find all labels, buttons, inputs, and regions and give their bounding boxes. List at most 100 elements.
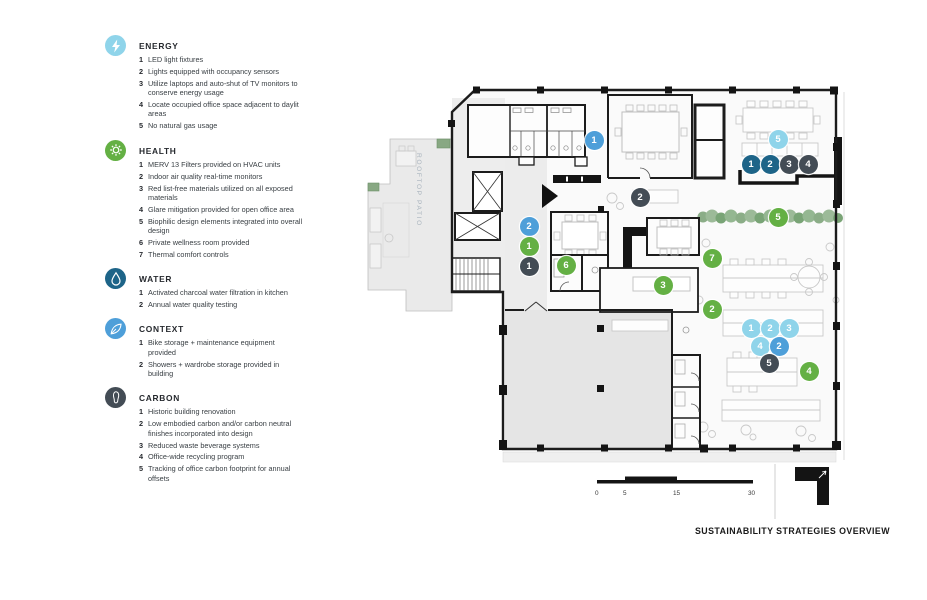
legend-item-number: 4 <box>139 452 144 462</box>
legend-item-text: Tracking of office carbon footprint for … <box>148 464 291 483</box>
page-title: SUSTAINABILITY STRATEGIES OVERVIEW <box>694 526 890 536</box>
plan-marker-health-4: 4 <box>799 361 819 381</box>
legend-item-text: Red list-free materials utilized on all … <box>148 183 293 202</box>
legend-item: 1 MERV 13 Filters provided on HVAC units <box>139 160 303 169</box>
plan-marker-context-2: 2 <box>519 216 539 236</box>
legend-item-number: 5 <box>139 216 144 226</box>
legend-item-number: 7 <box>139 249 144 259</box>
legend-item-number: 3 <box>139 78 144 88</box>
legend-item-number: 2 <box>139 66 144 76</box>
legend-item-text: No natural gas usage <box>148 121 218 131</box>
legend-item-number: 5 <box>139 121 144 131</box>
plan-marker-context-2: 2 <box>769 336 789 356</box>
plan-marker-health-2: 2 <box>702 299 722 319</box>
legend-item: 3 Utilize laptops and auto-shut of TV mon… <box>139 79 303 98</box>
rooftop-patio: ROOFTOP PATIO <box>367 138 453 312</box>
plan-marker-health-6: 6 <box>556 255 576 275</box>
legend-section-title: WATER <box>139 274 173 285</box>
plan-marker-context-1: 1 <box>584 130 604 150</box>
legend-item: 1 Bike storage + maintenance equipment pr… <box>139 338 303 357</box>
plan-marker-water-2: 2 <box>760 154 780 174</box>
legend-item: 5 Tracking of office carbon footprint for… <box>139 464 303 483</box>
plan-marker-energy-4: 4 <box>750 336 770 356</box>
legend-item-number: 4 <box>139 100 144 110</box>
legend-item-number: 1 <box>139 55 144 64</box>
legend-item: 4 Office-wide recycling program <box>139 452 303 461</box>
legend-item-text: Indoor air quality real-time monitors <box>148 171 263 181</box>
plan-marker-carbon-1: 1 <box>519 256 539 276</box>
legend-item: 2 Indoor air quality real-time monitors <box>139 172 303 181</box>
north-arrow-icon <box>795 467 829 505</box>
legend-item-number: 1 <box>139 288 144 298</box>
legend-item-text: Activated charcoal water filtration in k… <box>148 288 288 298</box>
legend-item-text: Annual water quality testing <box>148 300 238 310</box>
plan-marker-carbon-3: 3 <box>779 154 799 174</box>
legend-item-number: 1 <box>139 338 144 348</box>
legend-item-number: 1 <box>139 407 144 417</box>
legend-item-text: Historic building renovation <box>148 407 236 417</box>
plan-marker-energy-2: 2 <box>760 318 780 338</box>
legend-item-number: 1 <box>139 159 144 169</box>
legend-item-number: 2 <box>139 419 144 429</box>
legend-section-title: HEALTH <box>139 145 177 156</box>
legend-item: 1 Historic building renovation <box>139 407 303 416</box>
legend-section-health: HEALTH 1 MERV 13 Filters provided on HVAC… <box>105 139 303 260</box>
legend-item: 1 LED light fixtures <box>139 55 303 64</box>
legend-item-number: 6 <box>139 237 144 247</box>
legend-item: 2 Annual water quality testing <box>139 300 303 309</box>
legend-item-text: MERV 13 Filters provided on HVAC units <box>148 159 281 169</box>
legend-item-text: Utilize laptops and auto-shut of TV moni… <box>148 78 298 98</box>
plan-marker-carbon-5: 5 <box>759 353 779 373</box>
leaf-icon <box>105 318 126 340</box>
legend-item-text: Biophilic design elements integrated int… <box>148 216 303 236</box>
legend-item: 7 Thermal comfort controls <box>139 250 303 259</box>
plan-marker-health-3: 3 <box>653 275 673 295</box>
legend-item-number: 5 <box>139 464 144 474</box>
svg-text:0: 0 <box>595 490 599 497</box>
plan-marker-energy-1: 1 <box>741 318 761 338</box>
legend-item-text: Glare mitigation provided for open offic… <box>148 204 294 214</box>
legend-item-text: Reduced waste beverage systems <box>148 440 260 450</box>
legend-item: 3 Red list-free materials utilized on all… <box>139 184 303 203</box>
svg-text:30: 30 <box>748 490 756 497</box>
footprint-icon <box>105 387 126 409</box>
legend-item: 5 No natural gas usage <box>139 121 303 130</box>
legend-item-text: Thermal comfort controls <box>148 249 229 259</box>
legend-item-text: Bike storage + maintenance equipment pro… <box>148 338 275 357</box>
plan-marker-health-5: 5 <box>768 207 788 227</box>
legend-item: 5 Biophilic design elements integrated in… <box>139 217 303 236</box>
legend-item-text: Private wellness room provided <box>148 237 250 247</box>
plan-marker-water-1: 1 <box>741 154 761 174</box>
lightning-icon <box>105 35 126 56</box>
legend-item: 2 Showers + wardrobe storage provided in … <box>139 360 303 379</box>
legend-section-title: CARBON <box>139 393 180 404</box>
legend-item: 6 Private wellness room provided <box>139 238 303 247</box>
plan-marker-carbon-4: 4 <box>798 154 818 174</box>
plan-marker-carbon-2: 2 <box>630 187 650 207</box>
legend-item-number: 2 <box>139 300 144 310</box>
legend-item-text: Office-wide recycling program <box>148 452 245 462</box>
legend-item-number: 3 <box>139 440 144 450</box>
structural-columns <box>448 86 841 453</box>
legend-item-text: LED light fixtures <box>148 55 204 64</box>
plan-marker-health-1: 1 <box>519 236 539 256</box>
legend-item: 1 Activated charcoal water filtration in … <box>139 288 303 297</box>
legend-item-number: 2 <box>139 171 144 181</box>
entry-arrow-icon <box>542 184 558 208</box>
legend-item-number: 3 <box>139 183 144 193</box>
legend-item-text: Showers + wardrobe storage provided in b… <box>148 359 280 379</box>
plan-marker-energy-3: 3 <box>779 318 799 338</box>
legend-item-number: 2 <box>139 359 144 369</box>
droplet-icon <box>105 268 126 290</box>
plan-marker-health-7: 7 <box>702 248 722 268</box>
svg-text:15: 15 <box>673 490 681 497</box>
rooftop-patio-label: ROOFTOP PATIO <box>415 153 422 227</box>
